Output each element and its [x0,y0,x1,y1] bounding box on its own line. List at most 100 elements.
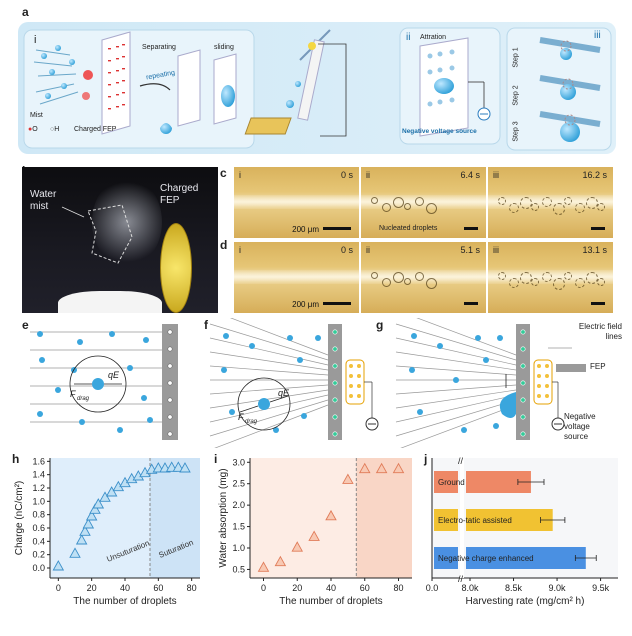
field-line [214,404,329,448]
x-tick-label-i: 40 [326,583,336,593]
nucleated-label: Nucleated droplets [379,225,438,232]
droplet [483,357,489,363]
plate-charge [332,363,338,369]
legend-field-label: Electric field lines [578,322,622,341]
legend-h-label: H [54,126,60,133]
panel-a-illustration [18,22,616,154]
plate-charge [167,346,173,352]
x-tick-label-i: 80 [393,583,403,593]
data-point-i [308,530,320,541]
droplet [223,333,229,339]
y-tick-label-h: 1.6 [32,456,45,466]
panel-a: a [0,0,632,160]
field-line [395,384,517,395]
reservoir-charge [349,394,353,398]
fep-disc [160,223,192,313]
data-point-h [75,534,88,545]
droplet-mark [371,197,378,204]
plate-charge [520,380,526,386]
legend-fep-swatch [556,364,586,372]
humidifier [58,291,162,313]
y-tick-label-i: 3.0 [232,457,245,467]
droplet-mark [542,272,552,282]
plate-charge [167,431,173,437]
y-tick-label-i: 1.5 [232,522,245,532]
droplet [55,387,61,393]
droplet [475,335,481,341]
reservoir-charge [545,374,549,378]
droplet-mark [426,203,437,214]
data-point-i [342,473,354,484]
y-tick-label-h: 0.4 [32,536,45,546]
frame-time: 16.2 s [582,170,607,180]
water-mist-label: Water mist [30,189,57,212]
droplet [301,413,307,419]
plate-charge [167,329,173,335]
droplet-mark [531,203,539,211]
panel-b-photo: Water mist Charged FEP [22,167,218,313]
step2-label: Step 2 [512,85,520,106]
droplet [143,337,149,343]
bar-0-left [434,471,458,493]
scale-bar [464,227,478,230]
qe-label: qE [108,370,120,380]
field-line [395,394,517,423]
sub-i-label: i [34,34,37,46]
bar-2 [466,547,586,569]
droplet [409,367,415,373]
data-point-i [392,462,405,474]
frame-index: i [239,170,241,180]
frame-time: 0 s [340,170,353,180]
data-point-h [79,525,91,536]
data-point-i [257,561,270,572]
bar-2-left [434,547,458,569]
droplet-mark [393,272,404,283]
droplet [493,423,499,429]
reservoir-charge [357,364,361,368]
panel-i-label: i [214,452,218,466]
neg-source-label: Negative voltage source [402,128,477,135]
droplet-mark [575,203,585,213]
frame-index: i [239,245,241,255]
y-tick-label-h: 0.8 [32,510,45,520]
plate-charge [167,397,173,403]
charged-droplet [258,398,270,410]
field-line [395,399,517,437]
x-tick-label-j: 0.0 [426,583,439,593]
scale-label: 200 μm [292,300,319,309]
field-line [395,337,517,366]
plate-charge [332,431,338,437]
droplet [287,335,293,341]
plate-charge [520,363,526,369]
frame-index: iii [493,245,499,255]
y-tick-label-h: 0.6 [32,523,45,533]
x-label-i: The number of droplets [279,596,382,607]
y-tick-label-h: 0.2 [32,550,45,560]
plate-charge [520,397,526,403]
droplet [127,365,133,371]
droplet [453,377,459,383]
reservoir-charge [349,384,353,388]
plate-charge [167,414,173,420]
data-point-h [69,547,81,558]
field-line [209,351,329,371]
droplet [315,335,321,341]
y-tick-label-i: 1.0 [232,543,245,553]
condensation-band [234,195,359,209]
saturation-region-i [356,458,412,578]
x-tick-label-h: 40 [120,583,130,593]
droplet [411,333,417,339]
step3-label: Step 3 [512,121,520,142]
charged-fep-label-b: Charged FEP [160,183,199,206]
legend-o-label: O [32,126,38,133]
y-tick-label-h: 0.0 [32,563,45,573]
frame-index: iii [493,170,499,180]
f-drag-label: F [70,389,76,399]
data-point-i [325,509,337,521]
break-mark-bottom: // [458,574,464,584]
panel-g-label: g [376,318,384,332]
